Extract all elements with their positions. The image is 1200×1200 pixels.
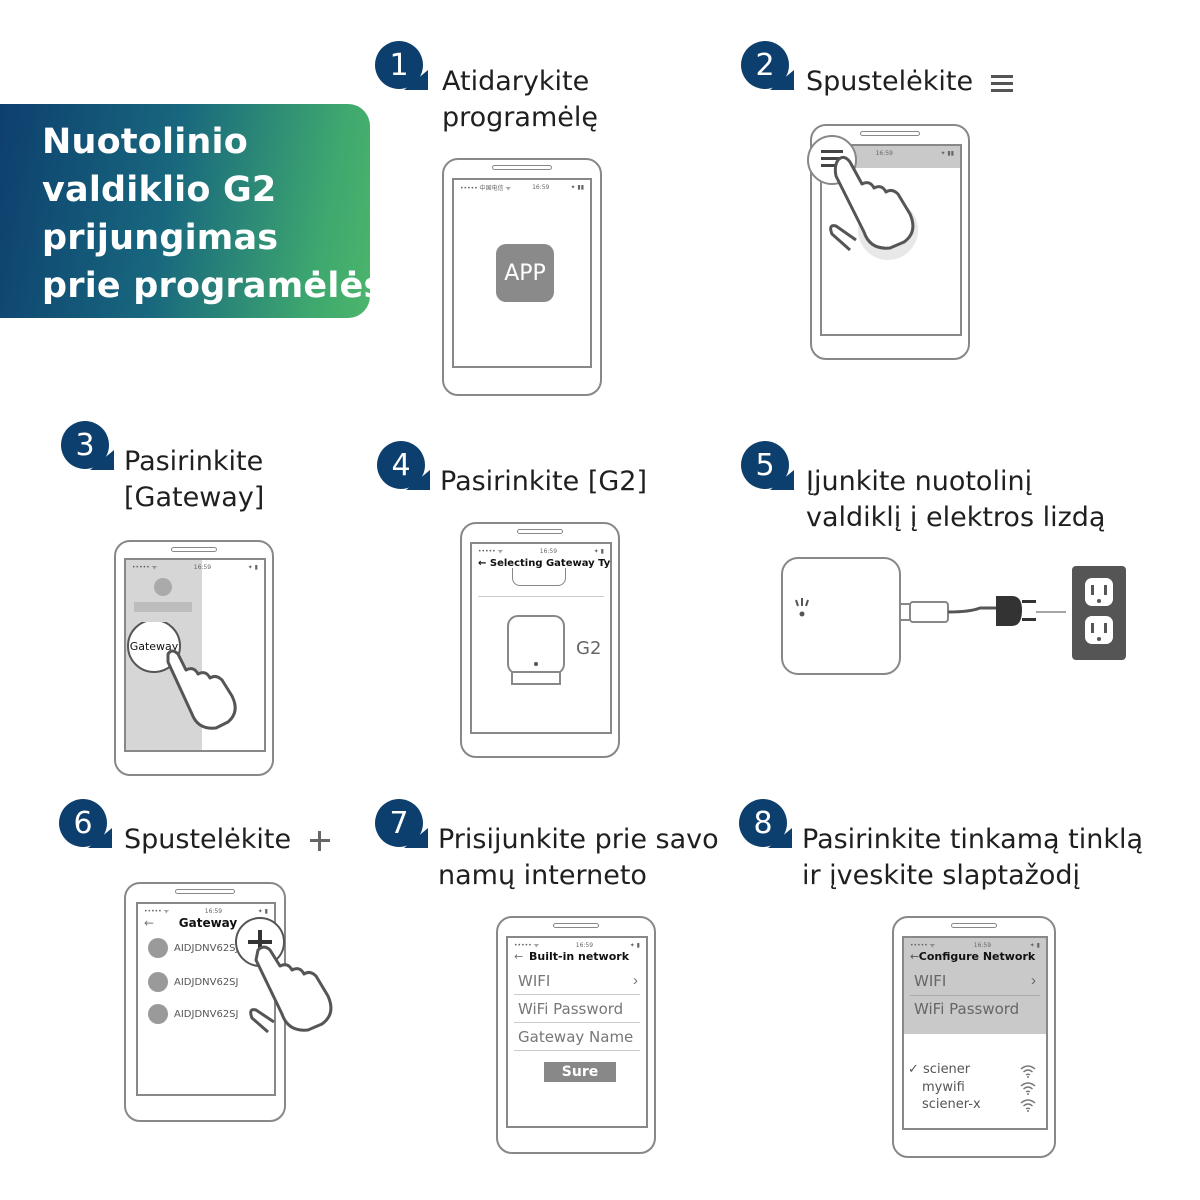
banner-line-2: valdiklio G2	[42, 170, 277, 210]
tap-hand-icon: Gateway	[127, 622, 237, 730]
banner-line-1: Nuotolinio	[42, 122, 248, 162]
step-8-title: Pasirinkite tinkamą tinklą ir įveskite s…	[802, 824, 1144, 891]
tap-hand-icon	[235, 917, 333, 1034]
step-badge-7: 7	[375, 799, 428, 848]
wifi-field[interactable]: WIFI	[518, 972, 551, 990]
checkmark-icon: ✓	[908, 1062, 924, 1077]
step-badge-4: 4	[377, 441, 430, 490]
wifi-field[interactable]: WIFI	[914, 972, 947, 990]
step-badge-6: 6	[59, 799, 112, 848]
tap-hand-icon	[807, 135, 918, 260]
banner-line-4: prie programėlės	[42, 266, 385, 306]
step-badge-8: 8	[739, 799, 792, 848]
title-banner: Nuotolinio valdiklio G2 prijungimas prie…	[0, 104, 385, 318]
step-5-title: Įjunkite nuotolinį valdiklį į elektros l…	[806, 466, 1106, 533]
step-2-title: Spustelėkite	[806, 64, 1014, 100]
gateway-item[interactable]: AIDJDNV62SJ	[148, 972, 238, 992]
gateway-name-field[interactable]: Gateway Name	[518, 1028, 634, 1046]
gateway-item[interactable]: AIDJDNV62SJ	[148, 1004, 238, 1024]
wifi-signal-icon	[1020, 1099, 1036, 1112]
screen-header: ←Built-in network	[514, 950, 630, 963]
wifi-password-field[interactable]: WiFi Password	[914, 1000, 1020, 1018]
plus-icon	[309, 830, 330, 851]
sure-button[interactable]: Sure	[544, 1062, 616, 1082]
gateway-plugged-into-outlet	[781, 557, 1126, 675]
chevron-right-icon: ›	[1031, 972, 1036, 989]
banner-line-3: prijungimas	[42, 218, 279, 258]
step-badge-1: 1	[375, 41, 428, 90]
step-1-title: Atidarykite programėlę	[442, 66, 598, 133]
svg-text:6: 6	[73, 806, 92, 841]
wifi-signal-icon	[1020, 1082, 1036, 1095]
svg-text:7: 7	[389, 806, 408, 841]
svg-text:1: 1	[389, 48, 408, 83]
app-icon: APP	[496, 244, 554, 302]
chevron-right-icon: ›	[633, 972, 638, 989]
wifi-signal-icon	[1020, 1065, 1036, 1078]
svg-text:2: 2	[755, 48, 774, 83]
menu-icon	[990, 74, 1013, 92]
step-badge-5: 5	[741, 441, 794, 490]
step-4-title: Pasirinkite [G2]	[440, 466, 647, 497]
svg-text:Gateway: Gateway	[130, 640, 179, 653]
step-3-title: Pasirinkite [Gateway]	[124, 446, 265, 513]
g2-label: G2	[576, 638, 602, 659]
step-6-title: Spustelėkite	[124, 822, 332, 858]
svg-text:8: 8	[753, 806, 772, 841]
phone-step-2: 16:59✦ ▮▮	[807, 124, 970, 360]
network-item[interactable]: mywifi	[922, 1080, 965, 1095]
wifi-password-field[interactable]: WiFi Password	[518, 1000, 624, 1018]
svg-text:3: 3	[75, 428, 94, 463]
svg-text:5: 5	[755, 448, 774, 483]
step-badge-2: 2	[741, 41, 794, 90]
screen-header: ←Configure Network	[910, 950, 1036, 963]
network-item[interactable]: ✓ sciener	[908, 1062, 971, 1077]
step-7-title: Prisijunkite prie savo namų interneto	[438, 824, 719, 891]
svg-text:4: 4	[391, 448, 410, 483]
screen-header: ← Selecting Gateway Type	[478, 558, 612, 569]
screen-header: ←Gateway	[144, 916, 238, 930]
gateway-item[interactable]: AIDJDNV62SJ	[148, 938, 238, 958]
network-item[interactable]: sciener-x	[922, 1097, 981, 1112]
step-badge-3: 3	[61, 421, 114, 470]
g2-gateway-device	[507, 615, 565, 685]
